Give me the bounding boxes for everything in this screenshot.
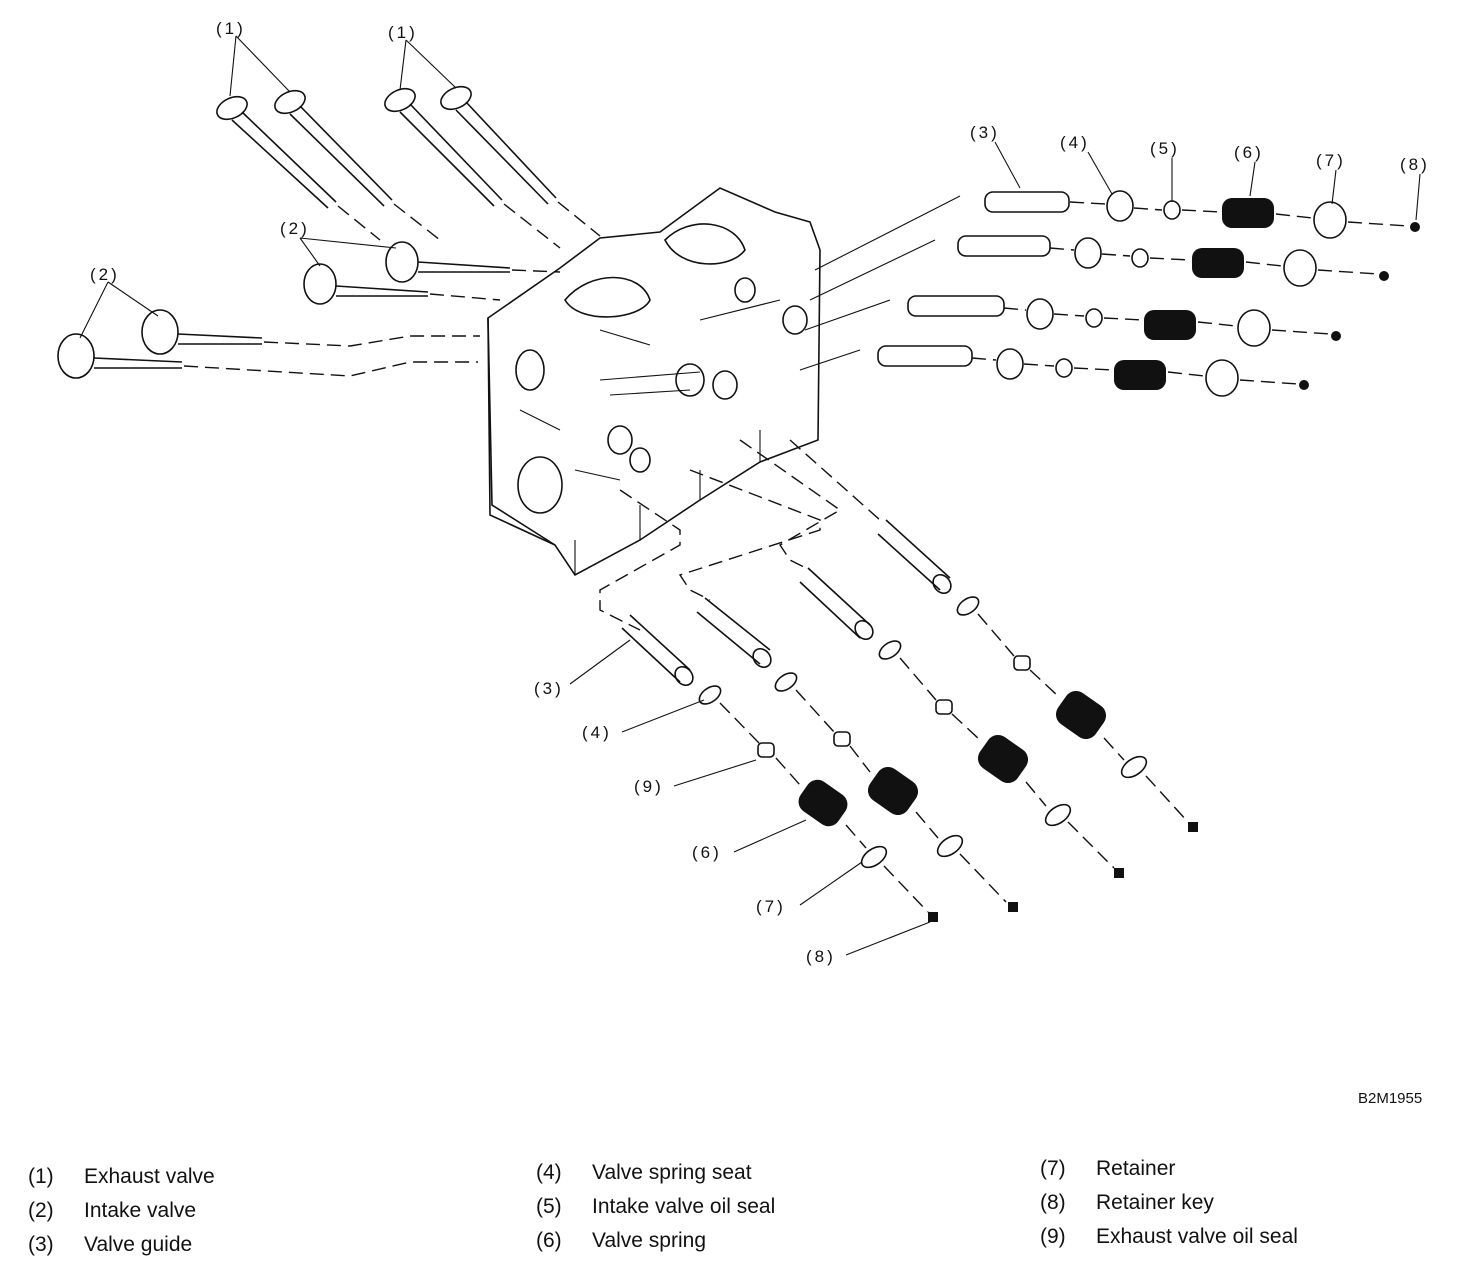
exhaust-parts-columns (599, 439, 1198, 922)
legend-item: (7) Retainer (1040, 1152, 1298, 1186)
legend-item: (1) Exhaust valve (28, 1160, 215, 1194)
callout-intake-valve: (2) (90, 265, 120, 284)
legend-number: (5) (536, 1195, 562, 1218)
callout-valve-spring-seat: (4) (582, 723, 612, 742)
intake-parts-row (814, 190, 1420, 271)
callout-valve-spring-seat: (4) (1060, 133, 1090, 152)
figure-reference-code: B2M1955 (1358, 1090, 1423, 1107)
callout-retainer: (7) (1316, 151, 1346, 170)
exhaust-parts-column (599, 489, 938, 922)
intake-valve (57, 333, 478, 379)
exhaust-parts-column (789, 439, 1198, 832)
legend-label: Valve spring (592, 1229, 707, 1252)
legend-number: (1) (28, 1165, 54, 1188)
exhaust-valve (216, 95, 381, 241)
exhaust-parts-column (678, 469, 1018, 912)
legend-number: (3) (28, 1233, 54, 1256)
legend-item: (2) Intake valve (28, 1194, 215, 1228)
legend-column: (7) Retainer (8) Retainer key (9) Exhaus… (1040, 1152, 1298, 1254)
callout-labels: (1) (1) (2) (2) (3) (4) (5) (6) (7) (8) … (90, 19, 1430, 966)
legend-number: (8) (1040, 1191, 1066, 1214)
legend-number: (9) (1040, 1225, 1066, 1248)
intake-valve (303, 263, 501, 305)
legend-label: Exhaust valve (84, 1165, 215, 1188)
intake-valve (141, 309, 480, 355)
legend-label: Valve guide (84, 1233, 193, 1256)
legend-label: Exhaust valve oil seal (1096, 1225, 1298, 1248)
legend-item: (8) Retainer key (1040, 1186, 1298, 1220)
exhaust-valves (216, 85, 601, 249)
intake-parts-row (799, 345, 1309, 397)
callout-retainer: (7) (756, 897, 786, 916)
legend-item: (3) Valve guide (28, 1228, 215, 1262)
legend-item: (6) Valve spring (536, 1224, 775, 1258)
legend-column: (4) Valve spring seat (5) Intake valve o… (536, 1156, 775, 1258)
legend-label: Intake valve (84, 1199, 197, 1222)
intake-valves (57, 241, 561, 379)
callout-valve-guide: (3) (534, 679, 564, 698)
parts-legend: (1) Exhaust valve (2) Intake valve (3) V… (0, 1157, 1472, 1270)
legend-label: Valve spring seat (592, 1161, 752, 1184)
legend-number: (4) (536, 1161, 562, 1184)
callout-valve-spring: (6) (1234, 143, 1264, 162)
exhaust-valve (440, 85, 601, 237)
callout-exhaust-valve: (1) (216, 19, 246, 38)
exhaust-valve (274, 89, 441, 241)
legend-column: (1) Exhaust valve (2) Intake valve (3) V… (28, 1160, 215, 1262)
legend-number: (2) (28, 1199, 54, 1222)
intake-valve (385, 241, 561, 283)
callout-retainer-key: (8) (806, 947, 836, 966)
leader-lines (79, 35, 1421, 956)
legend-number: (7) (1040, 1157, 1066, 1180)
callout-retainer-key: (8) (1400, 155, 1430, 174)
exhaust-valve (384, 87, 561, 249)
legend-number: (6) (536, 1229, 562, 1252)
callout-exhaust-valve-oil-seal: (9) (634, 777, 664, 796)
intake-parts-row (804, 295, 1341, 347)
callout-intake-valve: (2) (280, 219, 310, 238)
exhaust-parts-column (739, 439, 1124, 878)
legend-label: Retainer key (1096, 1191, 1214, 1214)
legend-item: (5) Intake valve oil seal (536, 1190, 775, 1224)
intake-parts-row (809, 235, 1389, 301)
callout-intake-valve-oil-seal: (5) (1150, 139, 1180, 158)
legend-item: (4) Valve spring seat (536, 1156, 775, 1190)
callout-exhaust-valve: (1) (388, 23, 418, 42)
callout-valve-guide: (3) (970, 123, 1000, 142)
legend-item: (9) Exhaust valve oil seal (1040, 1220, 1298, 1254)
intake-parts-rows (799, 190, 1420, 397)
legend-label: Retainer (1096, 1157, 1176, 1180)
callout-valve-spring: (6) (692, 843, 722, 862)
legend-label: Intake valve oil seal (592, 1195, 776, 1218)
cylinder-head (487, 187, 821, 577)
